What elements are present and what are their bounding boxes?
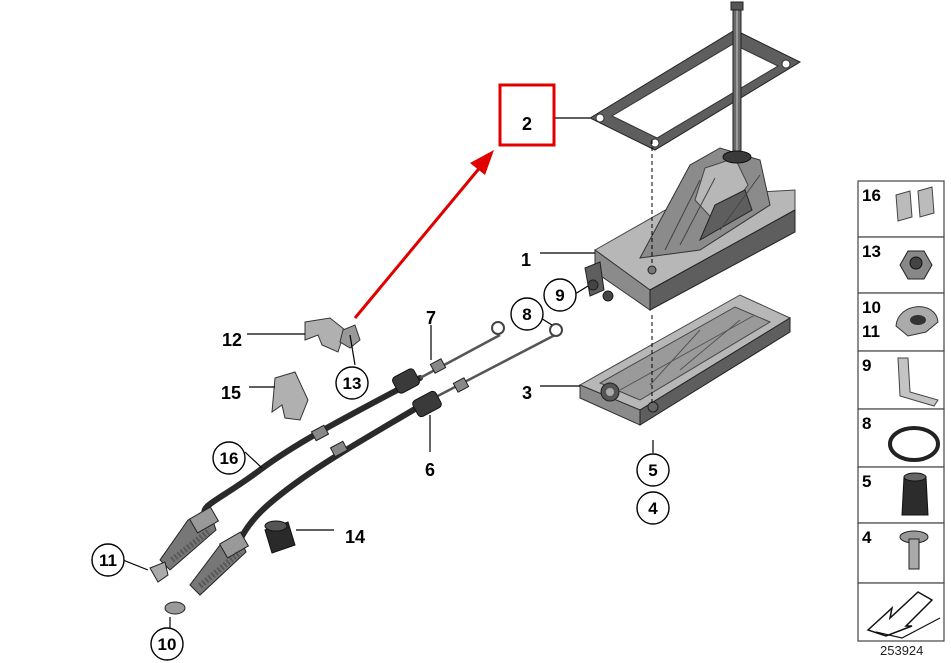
callout-c7: 7 [426,308,436,328]
callout-c14: 14 [345,527,365,547]
callout-label: 2 [522,114,532,134]
cable-assembly [159,321,563,596]
panel-cell-4: 4 [857,522,945,584]
callout-c11: 11 [91,543,125,577]
callout-label: 15 [221,383,241,403]
bracket-part-15 [271,371,309,421]
callout-c9: 9 [543,278,577,312]
callout-c10: 10 [150,627,184,661]
callout-label: 11 [99,551,117,570]
shift-lever [722,1,752,164]
callout-c15: 15 [221,383,241,403]
panel-cell-label: 4 [862,528,872,547]
callout-circle [510,297,544,331]
callout-label: 14 [345,527,365,547]
callout-label: 10 [158,635,177,654]
callout-circle [91,543,125,577]
callout-label: 3 [522,383,532,403]
spring-clip-icon [897,357,939,407]
gasket-part [588,29,802,151]
panel-cell-label: 9 [862,356,871,375]
nut-part-10 [164,601,186,615]
callout-circle [636,491,670,525]
callout-label: 7 [426,308,436,328]
panel-cell-8: 8 [857,408,945,468]
panel-cell-arrow [857,582,945,642]
callout-c12: 12 [222,330,242,350]
callout-c3: 3 [522,383,532,403]
callout-c2: 2 [522,114,532,134]
callout-label: 1 [521,250,531,270]
panel-cell-13: 13 [857,236,945,294]
callout-label: 16 [220,449,239,468]
rubber-bushing-icon [901,472,929,516]
callout-label: 6 [425,460,435,480]
panel-cell-5: 5 [857,466,945,524]
callout-label: 13 [343,374,362,393]
panel-cell-label: 16 [862,186,881,205]
callout-c16: 16 [212,441,246,475]
clip-part-11 [149,561,169,583]
base-plate-part [578,294,792,426]
shifter-housing-part [584,147,796,311]
callout-c4: 4 [636,491,670,525]
callout-circle [636,453,670,487]
retaining-clip-icon [895,306,939,337]
callout-label: 12 [222,330,242,350]
panel-cell-16: 16 [857,180,945,238]
housing-screw-point [647,265,657,275]
highlight-arrow [353,150,494,319]
panel-cell-label: 5 [862,472,871,491]
panel-cell-label: 13 [862,242,881,261]
callout-circle [335,366,369,400]
panel-cell-label: 10 [862,298,881,317]
panel-cell-label: 8 [862,414,871,433]
direction-arrow-icon [866,591,941,639]
callout-c6: 6 [425,460,435,480]
leader-lines [122,117,654,628]
collar-screw-icon [899,530,929,570]
callout-c5: 5 [636,453,670,487]
callout-c13: 13 [335,366,369,400]
panel-cell-label: 11 [862,322,880,341]
callout-label: 8 [522,305,531,324]
callout-c1: 1 [521,250,531,270]
callout-label: 9 [555,286,564,305]
bracket-part-12 [304,317,346,353]
panel-cell-9: 9 [857,350,945,410]
callout-circle [212,441,246,475]
callout-circle [543,278,577,312]
callout-circle [150,627,184,661]
rubber-buffer-part-14 [264,520,296,554]
callout-c8: 8 [510,297,544,331]
clip-pair-icon [895,186,935,222]
highlight-box [498,83,556,147]
hex-nut-icon [899,250,933,280]
diagram-number: 253924 [880,643,923,658]
callout-label: 4 [648,499,658,518]
callout-label: 5 [648,461,657,480]
panel-cell-frame [857,466,945,524]
o-ring-icon [888,426,940,462]
